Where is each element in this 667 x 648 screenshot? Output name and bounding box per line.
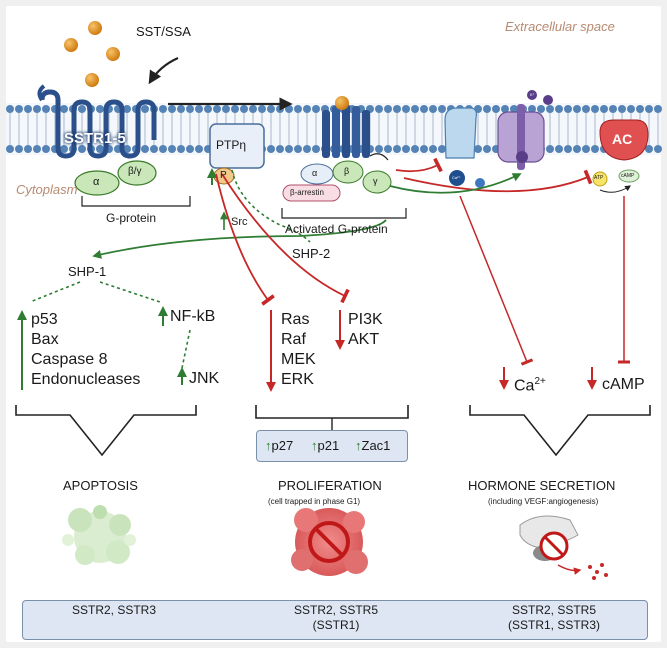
- endonucleases-label: Endonucleases: [31, 371, 141, 388]
- adenylyl-cyclase-icon: [599, 119, 649, 161]
- mek-label: MEK: [281, 351, 316, 368]
- receptors-proliferation-secondary: (SSTR1): [312, 618, 360, 632]
- zac1-item: ↑Zac1: [355, 438, 391, 453]
- activated-beta-label: β: [344, 166, 350, 176]
- hormone-sub-label: (including VEGF:angiogenesis): [488, 497, 599, 506]
- atp-icon: [592, 171, 608, 187]
- nfkb-label: NF-kB: [170, 308, 216, 325]
- cell-cycle-inhibitors-box: ↑p27 ↑p21 ↑Zac1: [256, 430, 408, 462]
- ac-label: AC: [612, 131, 633, 147]
- akt-label: AKT: [348, 331, 380, 348]
- proliferating-cell-illustration: [291, 508, 368, 576]
- ion-k-label: K⁺: [530, 92, 535, 97]
- hormone-funnel: [469, 405, 651, 457]
- apoptotic-cell-illustration: [62, 505, 136, 565]
- activated-g-protein-bracket: [281, 208, 407, 219]
- camp-small-icon: [618, 169, 640, 183]
- pi3k-label: PI3K: [348, 311, 383, 328]
- shp1-to-p53: [29, 281, 81, 303]
- figure-frame: [6, 6, 661, 642]
- camp-label: cAMP: [602, 376, 645, 393]
- inhibit-pi3k: [221, 173, 350, 304]
- receptors-proliferation-primary: SSTR2, SSTR5: [293, 603, 379, 617]
- g-protein-label: G-protein: [106, 211, 157, 225]
- potassium-channel-icon: [444, 107, 485, 188]
- ptp-to-shp2-dashed: [231, 169, 311, 243]
- activate-ca-channel: [389, 173, 522, 194]
- hormone-label: HORMONE SECRETION: [468, 478, 616, 493]
- inhibit-k-channel: [395, 157, 443, 173]
- ras-label: Ras: [281, 311, 310, 328]
- inhibit-ac: [403, 169, 593, 193]
- camp-small-label: cAMP: [621, 173, 635, 179]
- shp1-to-nfkb: [99, 281, 161, 303]
- jnk-label: JNK: [189, 370, 220, 387]
- proliferation-label: PROLIFERATION: [278, 478, 382, 493]
- receptor-label: SSTR1-5: [64, 130, 126, 147]
- activated-gamma-label: γ: [373, 176, 378, 186]
- ptp-eta-icon: [209, 123, 265, 169]
- activated-gpcr-icon: [322, 96, 370, 158]
- raf-label: Raf: [281, 331, 306, 348]
- extracellular-label: Extracellular space: [505, 19, 615, 34]
- receptors-hormone-secondary: (SSTR1, SSTR3): [507, 618, 600, 632]
- p53-label: p53: [31, 311, 58, 328]
- ion-ca-label: Ca²⁺: [452, 175, 461, 180]
- calcium-label: Ca2+: [514, 376, 546, 395]
- proliferation-sub-label: (cell trapped in phase G1): [268, 497, 361, 506]
- shp1-label: SHP-1: [68, 264, 107, 279]
- arrow-to-shp1: [92, 219, 387, 259]
- sstr-receptor-icon: [37, 84, 157, 159]
- beta-arrestin-icon: [282, 184, 341, 202]
- activated-alpha-label: α: [312, 168, 318, 178]
- p21-item: ↑p21: [311, 438, 340, 453]
- beta-gamma-label: β/γ: [128, 166, 142, 177]
- ligand-label: SST/SSA: [136, 24, 191, 39]
- g-protein-bracket: [81, 196, 191, 207]
- hormone-secretion-illustration: [519, 515, 608, 580]
- phospho-label: P: [220, 170, 227, 181]
- calcium-channel-icon: [497, 90, 553, 170]
- receptors-hormone-primary: SSTR2, SSTR5: [511, 603, 597, 617]
- receptors-apoptosis: SSTR2, SSTR3: [71, 603, 157, 617]
- ptp-label: PTPη: [216, 138, 247, 152]
- apoptosis-label: APOPTOSIS: [63, 478, 138, 493]
- atp-label: ATP: [594, 175, 604, 181]
- bax-label: Bax: [31, 331, 59, 348]
- receptor-subtypes-box: SSTR2, SSTR3 SSTR2, SSTR5 (SSTR1) SSTR2,…: [22, 600, 648, 640]
- nfkb-to-jnk: [181, 329, 191, 369]
- inhibit-ras: [215, 173, 275, 306]
- activated-gamma-icon: [362, 170, 392, 194]
- erk-label: ERK: [281, 371, 314, 388]
- activated-g-protein-label: Activated G-protein: [285, 222, 388, 236]
- apoptosis-funnel: [15, 405, 197, 457]
- p27-item: ↑p27: [265, 438, 294, 453]
- src-label: Src: [231, 216, 248, 228]
- beta-arrestin-label: β-arrestin: [290, 188, 324, 197]
- activated-beta-icon: [332, 160, 364, 184]
- g-beta-gamma-subunit-icon: [117, 160, 157, 186]
- caspase8-label: Caspase 8: [31, 351, 108, 368]
- shp2-label: SHP-2: [292, 246, 331, 261]
- alpha-label: α: [93, 176, 100, 188]
- ligand-molecules: [64, 21, 120, 87]
- g-alpha-subunit-icon: [74, 170, 120, 196]
- cytoplasm-label: Cytoplasm: [16, 182, 78, 197]
- inhibit-ca: [459, 195, 534, 366]
- ligand-binding-arrow: [148, 56, 179, 85]
